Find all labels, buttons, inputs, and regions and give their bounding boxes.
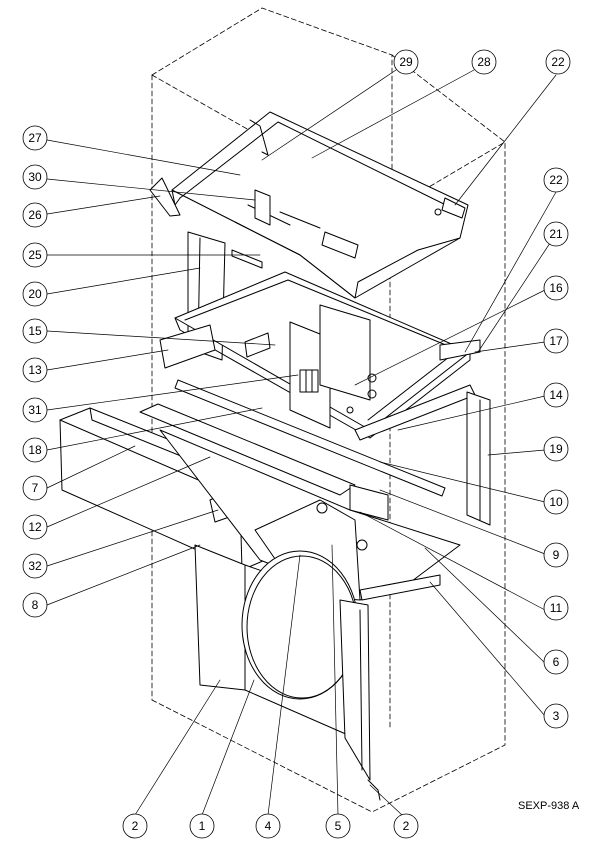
callout-9: 9 xyxy=(543,542,569,568)
svg-text:19: 19 xyxy=(549,442,563,456)
gusset-26 xyxy=(149,177,181,217)
callout-15: 15 xyxy=(22,318,48,344)
svg-text:25: 25 xyxy=(28,248,42,262)
callout-22: 22 xyxy=(543,167,569,193)
svg-text:8: 8 xyxy=(32,598,39,612)
lower-panels xyxy=(194,544,381,801)
callout-3: 3 xyxy=(543,703,569,729)
svg-text:5: 5 xyxy=(335,819,342,833)
svg-text:3: 3 xyxy=(553,709,560,723)
svg-text:4: 4 xyxy=(265,819,272,833)
callout-26: 26 xyxy=(22,202,48,228)
panel-19 xyxy=(466,391,491,526)
callout-5: 5 xyxy=(325,813,351,839)
callout-2: 2 xyxy=(393,813,419,839)
callout-28: 28 xyxy=(471,49,497,75)
svg-text:21: 21 xyxy=(549,227,563,241)
svg-text:11: 11 xyxy=(550,601,563,615)
callout-27: 27 xyxy=(22,125,48,151)
callout-21: 21 xyxy=(543,221,569,247)
callout-30: 30 xyxy=(22,164,48,190)
callout-32: 32 xyxy=(22,553,48,579)
svg-text:2: 2 xyxy=(132,819,139,833)
callout-25: 25 xyxy=(22,242,48,268)
callout-13: 13 xyxy=(22,357,48,383)
svg-text:15: 15 xyxy=(28,324,42,338)
svg-text:17: 17 xyxy=(549,334,563,348)
leader-lines xyxy=(46,69,557,816)
rails xyxy=(174,379,476,497)
svg-text:6: 6 xyxy=(553,655,560,669)
callout-1: 1 xyxy=(189,813,215,839)
svg-text:29: 29 xyxy=(399,55,413,69)
svg-text:7: 7 xyxy=(32,481,39,495)
top-cover xyxy=(171,111,469,299)
callout-10: 10 xyxy=(543,489,569,515)
svg-text:32: 32 xyxy=(28,559,42,573)
svg-text:31: 31 xyxy=(28,403,42,417)
callout-22: 22 xyxy=(545,49,571,75)
callout-19: 19 xyxy=(543,436,569,462)
svg-text:14: 14 xyxy=(549,388,563,402)
svg-text:22: 22 xyxy=(551,55,565,69)
svg-text:28: 28 xyxy=(477,55,491,69)
svg-text:20: 20 xyxy=(28,287,42,301)
callout-29: 29 xyxy=(393,49,419,75)
callout-31: 31 xyxy=(22,397,48,423)
callout-4: 4 xyxy=(255,813,281,839)
svg-text:2: 2 xyxy=(403,819,410,833)
callout-16: 16 xyxy=(543,275,569,301)
callout-11: 11 xyxy=(543,595,569,621)
svg-text:30: 30 xyxy=(28,170,42,184)
callout-12: 12 xyxy=(22,514,48,540)
callouts: 29 28 22 27 30 26 22 21 25 20 16 15 17 1… xyxy=(22,49,571,839)
svg-text:16: 16 xyxy=(549,281,563,295)
callout-2: 2 xyxy=(122,813,148,839)
svg-text:26: 26 xyxy=(28,208,42,222)
figure-id: SEXP-938 A xyxy=(518,800,580,812)
callout-8: 8 xyxy=(22,592,48,618)
control-panel-31 xyxy=(289,304,377,429)
svg-text:22: 22 xyxy=(549,173,563,187)
callout-18: 18 xyxy=(22,437,48,463)
enclosure-outline xyxy=(151,7,506,813)
svg-text:1: 1 xyxy=(199,819,206,833)
svg-text:27: 27 xyxy=(28,131,42,145)
svg-text:13: 13 xyxy=(28,363,42,377)
svg-text:9: 9 xyxy=(553,548,560,562)
callout-20: 20 xyxy=(22,281,48,307)
callout-14: 14 xyxy=(543,382,569,408)
callout-7: 7 xyxy=(22,475,48,501)
callout-17: 17 xyxy=(543,328,569,354)
svg-text:18: 18 xyxy=(28,443,42,457)
callout-6: 6 xyxy=(543,649,569,675)
svg-text:12: 12 xyxy=(28,520,42,534)
svg-text:10: 10 xyxy=(549,495,563,509)
